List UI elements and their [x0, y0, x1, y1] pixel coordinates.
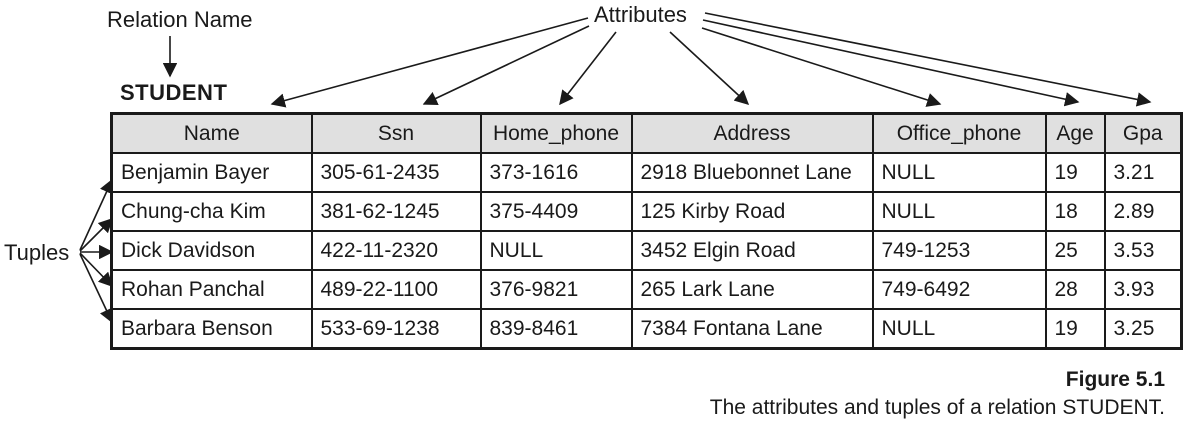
cell-ssn: 305-61-2435: [310, 152, 482, 193]
cell-name: Dick Davidson: [110, 230, 313, 271]
column-header-office-phone: Office_phone: [871, 112, 1047, 154]
table-row: Dick Davidson 422-11-2320 NULL 3452 Elgi…: [110, 230, 1183, 271]
cell-address: 125 Kirby Road: [630, 191, 874, 232]
column-header-ssn: Ssn: [310, 112, 482, 154]
attribute-arrow-home-phone: [559, 31, 617, 106]
attribute-arrow-address: [669, 31, 750, 105]
cell-office-phone: NULL: [871, 152, 1047, 193]
cell-ssn: 381-62-1245: [310, 191, 482, 232]
tuples-arrow-row1: [79, 178, 114, 251]
column-header-gpa: Gpa: [1103, 112, 1183, 154]
figure-caption: Figure 5.1 The attributes and tuples of …: [710, 368, 1165, 420]
cell-gpa: 3.93: [1103, 269, 1183, 310]
cell-name: Chung-cha Kim: [110, 191, 313, 232]
figure-caption-text: The attributes and tuples of a relation …: [709, 396, 1165, 419]
cell-age: 19: [1044, 308, 1106, 350]
cell-address: 2918 Bluebonnet Lane: [630, 152, 874, 193]
attribute-arrow-ssn: [422, 25, 590, 105]
cell-office-phone: NULL: [871, 191, 1047, 232]
attribute-arrow-age: [702, 19, 1080, 107]
table-row: Chung-cha Kim 381-62-1245 375-4409 125 K…: [110, 191, 1183, 232]
cell-gpa: 3.53: [1103, 230, 1183, 271]
table-row: Benjamin Bayer 305-61-2435 373-1616 2918…: [110, 152, 1183, 193]
cell-home-phone: 839-8461: [479, 308, 633, 350]
cell-ssn: 422-11-2320: [310, 230, 482, 271]
student-relation-table: Name Ssn Home_phone Address Office_phone…: [110, 112, 1183, 350]
tuples-arrow-row2: [79, 217, 114, 252]
column-header-age: Age: [1044, 112, 1106, 154]
column-header-name: Name: [110, 112, 313, 154]
cell-name: Barbara Benson: [110, 308, 313, 350]
relation-title: STUDENT: [120, 80, 228, 105]
cell-gpa: 3.25: [1103, 308, 1183, 350]
cell-office-phone: NULL: [871, 308, 1047, 350]
cell-address: 7384 Fontana Lane: [630, 308, 874, 350]
cell-home-phone: 375-4409: [479, 191, 633, 232]
cell-home-phone: NULL: [479, 230, 633, 271]
cell-ssn: 533-69-1238: [310, 308, 482, 350]
cell-office-phone: 749-6492: [871, 269, 1047, 310]
attribute-arrow-office-phone: [701, 27, 942, 107]
tuples-label: Tuples: [4, 240, 70, 265]
cell-age: 18: [1044, 191, 1106, 232]
cell-ssn: 489-22-1100: [310, 269, 482, 310]
attribute-arrow-name: [270, 17, 589, 108]
cell-office-phone: 749-1253: [871, 230, 1047, 271]
table-row: Rohan Panchal 489-22-1100 376-9821 265 L…: [110, 269, 1183, 310]
cell-age: 25: [1044, 230, 1106, 271]
cell-home-phone: 376-9821: [479, 269, 633, 310]
attribute-arrow-gpa: [704, 12, 1152, 107]
figure-number: Figure 5.1: [1065, 368, 1165, 391]
header-row: Name Ssn Home_phone Address Office_phone…: [110, 112, 1183, 154]
cell-address: 3452 Elgin Road: [630, 230, 874, 271]
table-row: Barbara Benson 533-69-1238 839-8461 7384…: [110, 308, 1183, 350]
tuples-arrow-row5: [79, 253, 113, 324]
cell-gpa: 2.89: [1103, 191, 1183, 232]
relation-name-label: Relation Name: [107, 7, 253, 32]
column-header-home-phone: Home_phone: [479, 112, 633, 154]
cell-name: Benjamin Bayer: [110, 152, 313, 193]
cell-age: 28: [1044, 269, 1106, 310]
cell-age: 19: [1044, 152, 1106, 193]
cell-address: 265 Lark Lane: [630, 269, 874, 310]
column-header-address: Address: [630, 112, 874, 154]
attributes-label: Attributes: [594, 2, 687, 27]
tuples-arrow-row4: [79, 252, 114, 288]
cell-name: Rohan Panchal: [110, 269, 313, 310]
cell-home-phone: 373-1616: [479, 152, 633, 193]
cell-gpa: 3.21: [1103, 152, 1183, 193]
